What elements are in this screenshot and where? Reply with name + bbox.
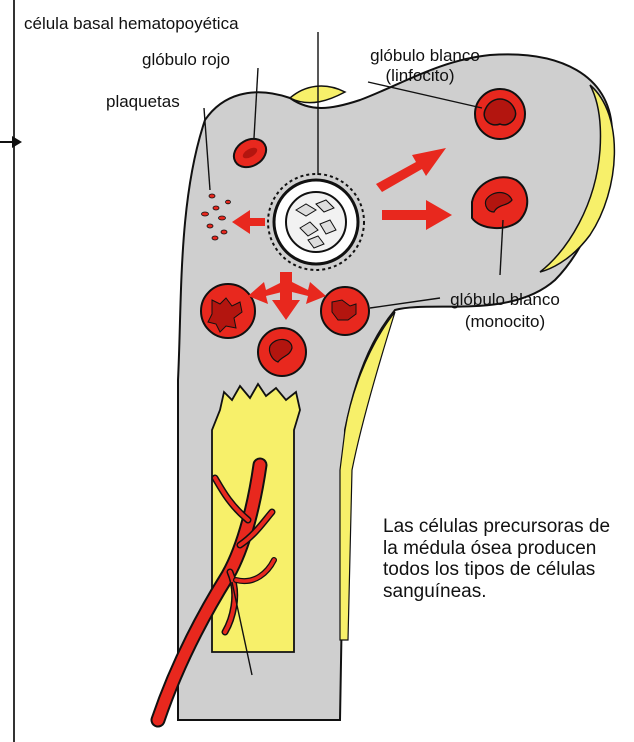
label-monocyte-2: (monocito) — [425, 312, 585, 331]
label-lymphocyte-2: (linfocito) — [345, 66, 495, 85]
label-lymphocyte-1: glóbulo blanco — [345, 46, 505, 65]
granulocyte-cell-right — [321, 287, 369, 335]
lymphocyte-cell — [475, 89, 525, 139]
label-stem-cell: célula basal hematopoyética — [24, 14, 239, 33]
caption: Las células precursoras de la médula óse… — [383, 516, 623, 602]
label-platelets: plaquetas — [106, 92, 180, 111]
granulocyte-cell-left — [201, 284, 255, 338]
label-red-cell: glóbulo rojo — [142, 50, 230, 69]
label-monocyte-1: glóbulo blanco — [425, 290, 585, 309]
pointer-arrowhead — [12, 136, 22, 148]
granulocyte-cell-bottom — [258, 328, 306, 376]
